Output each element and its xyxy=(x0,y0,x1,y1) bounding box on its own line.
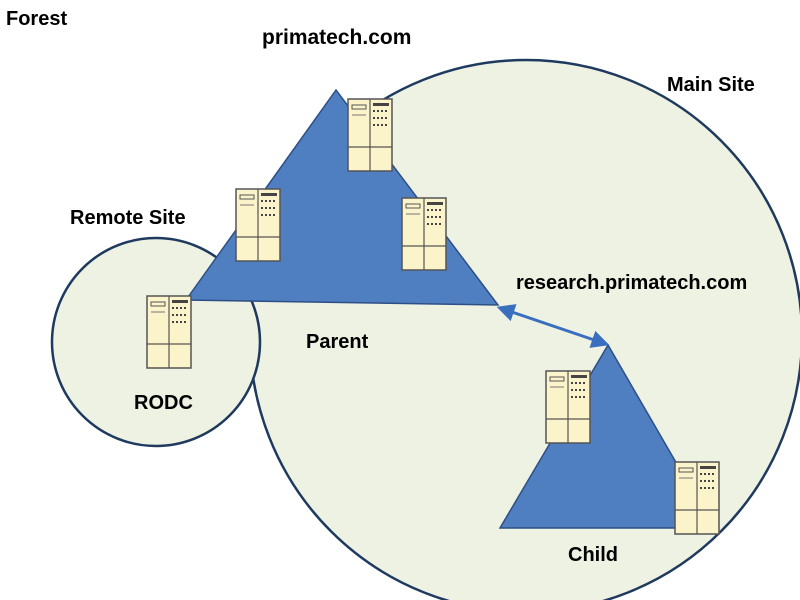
forest-label: Forest xyxy=(6,8,68,30)
server-icon xyxy=(235,188,281,262)
server-icon xyxy=(401,197,447,271)
two-way-trust-arrow xyxy=(496,304,610,348)
server-icon xyxy=(674,461,720,535)
remote-site-label: Remote Site xyxy=(70,207,186,229)
child-domain-label: research.primatech.com xyxy=(516,272,748,294)
server-icon xyxy=(347,98,393,172)
rodc-label: RODC xyxy=(134,392,193,414)
parent-label: Parent xyxy=(306,331,369,353)
child-label: Child xyxy=(568,544,618,566)
server-icon xyxy=(545,370,591,444)
main-site-label: Main Site xyxy=(667,74,755,96)
server-icon xyxy=(146,295,192,369)
root-domain-label: primatech.com xyxy=(262,26,412,49)
